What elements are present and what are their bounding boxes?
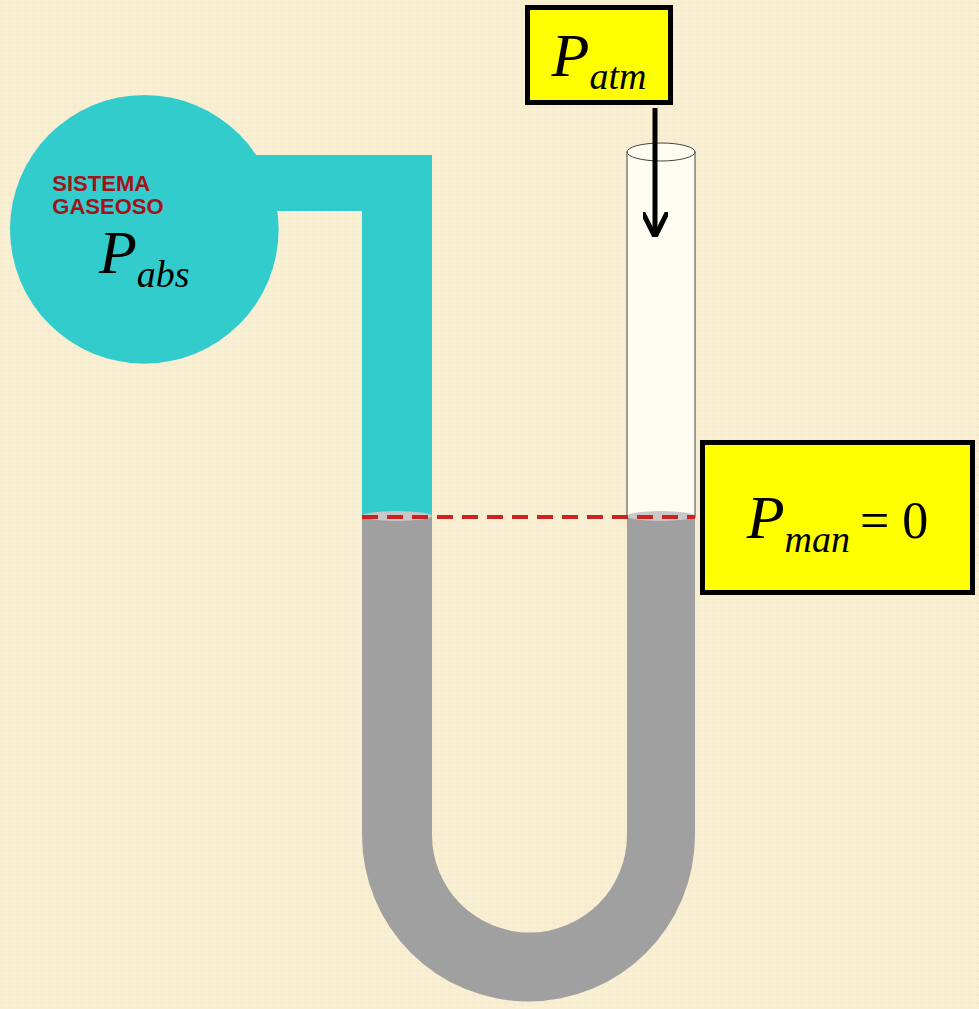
circle-fill xyxy=(10,95,279,364)
text-line: Patm xyxy=(552,21,647,89)
circle-outline xyxy=(10,95,279,364)
system-name: SISTEMA GASEOSO xyxy=(52,171,163,219)
pressure-symbol: P xyxy=(99,218,137,286)
gas-pipe xyxy=(362,155,432,517)
equation-value: = 0 xyxy=(860,492,928,549)
pressure-label-box: Pman= 0 xyxy=(700,440,975,595)
open-tube xyxy=(627,152,695,517)
text-line: SISTEMA GASEOSO xyxy=(52,172,236,218)
manometer-liquid xyxy=(362,515,695,1002)
text-line: Pabs xyxy=(99,218,190,286)
gas-system-circle: SISTEMA GASEOSOPabs xyxy=(10,95,279,364)
pressure-symbol: P xyxy=(552,21,590,89)
text-line: Pman= 0 xyxy=(747,483,929,551)
pressure-label-box: Patm xyxy=(525,5,673,105)
tube-opening xyxy=(627,143,695,161)
subscript: man xyxy=(785,518,850,560)
pressure-symbol: P xyxy=(747,483,785,551)
subscript: atm xyxy=(589,55,646,97)
level-line xyxy=(362,515,695,519)
pressure-arrow xyxy=(653,108,658,232)
subscript: abs xyxy=(137,253,190,295)
